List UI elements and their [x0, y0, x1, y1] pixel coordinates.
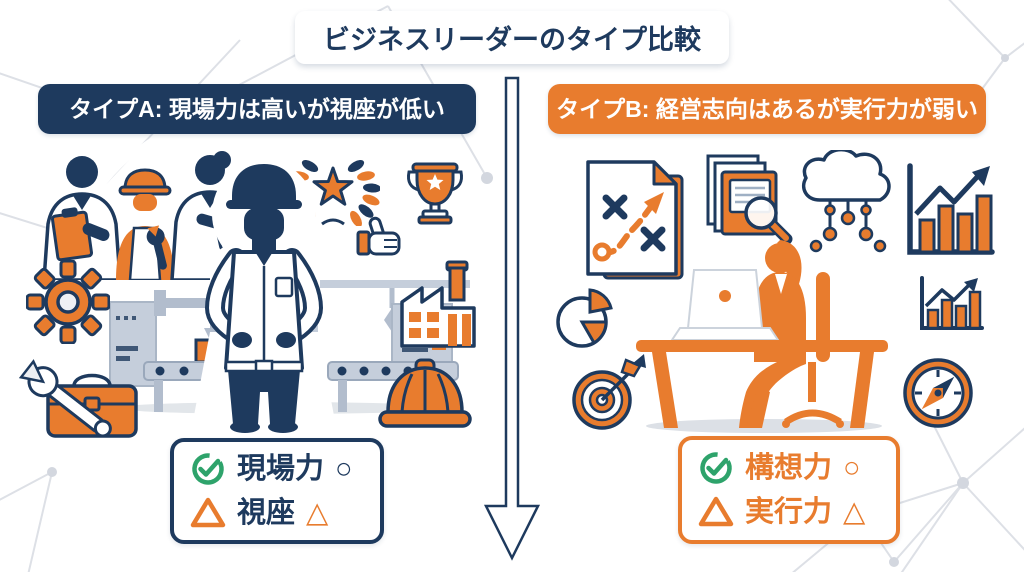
field-leader-figure	[192, 160, 336, 433]
check-circle-icon	[700, 452, 732, 484]
trait-label: 視座	[237, 496, 296, 529]
factory-building-icon	[400, 260, 476, 348]
growth-chart-icon	[907, 163, 995, 255]
hard-hat-icon	[378, 358, 472, 428]
check-circle-icon	[192, 453, 224, 485]
warning-triangle-icon	[190, 497, 226, 528]
cloud-network-icon	[801, 150, 891, 253]
target-dart-icon	[572, 354, 646, 430]
trait-label: 現場力	[237, 452, 325, 485]
type-b-header: タイプB: 経営志向はあるが実行力が弱い	[548, 84, 986, 134]
trait-row-kosoryoku: 構想力 ○	[698, 450, 880, 486]
worker-hardhat-wrench-icon	[116, 168, 174, 280]
thumbs-up-icon	[356, 216, 401, 256]
warning-triangle-icon	[698, 496, 734, 527]
trait-row-genbaryoku: 現場力 ○	[190, 451, 364, 487]
trait-mark: △	[843, 495, 866, 528]
compass-icon	[903, 358, 973, 428]
gear-icon	[26, 260, 110, 344]
trait-mark: ○	[843, 451, 861, 484]
documents-magnifier-icon	[706, 154, 793, 245]
type-a-traits-box: 現場力 ○ 視座 △	[170, 438, 384, 544]
down-arrow-icon	[483, 76, 541, 561]
trait-mark: △	[306, 496, 329, 529]
pie-chart-icon	[556, 288, 613, 348]
trait-row-jikkoryoku: 実行力 △	[698, 494, 880, 530]
type-b-traits-box: 構想力 ○ 実行力 △	[678, 436, 900, 544]
type-a-header: タイプA: 現場力は高いが視座が低い	[38, 84, 476, 134]
worker-clipboard-icon	[42, 156, 122, 280]
toolbox-wrench-icon	[18, 359, 138, 438]
growth-chart-small-icon	[920, 276, 984, 330]
strategy-document-icon	[586, 160, 684, 280]
trophy-icon	[407, 162, 463, 225]
trait-mark: ○	[335, 452, 353, 485]
trait-label: 構想力	[745, 451, 833, 484]
trait-row-shiza: 視座 △	[190, 495, 364, 531]
page-title: ビジネスリーダーのタイプ比較	[295, 11, 729, 64]
trait-label: 実行力	[745, 495, 833, 528]
planner-at-desk-figure	[636, 240, 888, 433]
